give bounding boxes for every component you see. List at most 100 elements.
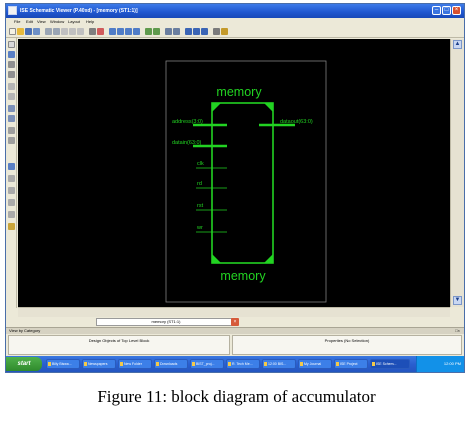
open-folder-icon[interactable] xyxy=(17,28,24,35)
schematic-canvas[interactable]: memory address(3:0) datain(63:0) clk rd … xyxy=(18,39,450,307)
cut-icon[interactable] xyxy=(61,28,68,35)
zoom-out-icon[interactable] xyxy=(117,28,124,35)
pan-icon[interactable] xyxy=(173,28,180,35)
task-button-3[interactable]: New Folder xyxy=(118,359,152,369)
redo-icon[interactable] xyxy=(53,28,60,35)
schematic-tool-icon[interactable] xyxy=(8,137,15,144)
new-file-icon[interactable] xyxy=(9,28,16,35)
find-tool-icon[interactable] xyxy=(8,115,15,122)
app-icon xyxy=(336,362,339,366)
window-title: ISE Schematic Viewer (P.40xd) - [memory … xyxy=(20,8,138,14)
task-button-9[interactable]: ISE Project xyxy=(334,359,368,369)
design-objects-panel[interactable]: Design Objects of Top Level Block xyxy=(8,335,230,355)
task-button-10[interactable]: ISE Schem... xyxy=(370,359,410,369)
label-tool-icon[interactable] xyxy=(8,93,15,100)
view-by-category-label[interactable]: View by Category xyxy=(9,328,41,333)
scroll-up-arrow-icon[interactable]: ▲ xyxy=(453,40,462,49)
menu-view[interactable]: View xyxy=(37,19,46,24)
settings-icon[interactable] xyxy=(213,28,220,35)
pin-tool-icon[interactable] xyxy=(8,211,15,218)
figure-caption: Figure 11: block diagram of accumulator xyxy=(97,387,376,406)
clock[interactable]: 12:00 PM xyxy=(443,361,461,366)
task-button-6[interactable]: R. Tech Me... xyxy=(226,359,260,369)
trace-tool-icon[interactable] xyxy=(8,105,15,112)
select-icon[interactable] xyxy=(165,28,172,35)
toolbar xyxy=(6,26,464,38)
properties-title: Properties (No Selection) xyxy=(324,338,370,343)
pin-wr-label: wr xyxy=(196,225,203,231)
document-icon xyxy=(300,362,303,366)
zoom-full-icon[interactable] xyxy=(125,28,132,35)
close-tab-icon[interactable]: × xyxy=(231,318,239,326)
panel-controls-icon[interactable]: □× xyxy=(455,328,460,333)
menu-help[interactable]: Help xyxy=(86,19,95,24)
corner-bl xyxy=(212,254,221,263)
pointer-tool-icon[interactable] xyxy=(8,41,15,48)
menu-window[interactable]: Window xyxy=(50,19,65,24)
menu-file[interactable]: File xyxy=(14,19,21,24)
design-objects-title: Design Objects of Top Level Block xyxy=(88,338,150,343)
start-button[interactable]: start xyxy=(6,357,42,371)
print-icon[interactable] xyxy=(33,28,40,35)
task-button-4[interactable]: Downloads xyxy=(154,359,188,369)
title-bar[interactable]: ISE Schematic Viewer (P.40xd) - [memory … xyxy=(6,4,464,18)
pin-dataout-label: dataout(63:0) xyxy=(280,119,313,125)
copy-icon[interactable] xyxy=(69,28,76,35)
find-icon[interactable] xyxy=(89,28,96,35)
pin-rd-label: rd xyxy=(197,181,202,187)
highlight-icon[interactable] xyxy=(185,28,192,35)
paste-icon[interactable] xyxy=(77,28,84,35)
horizontal-scrollbar[interactable] xyxy=(18,307,450,317)
push-into-icon[interactable] xyxy=(145,28,152,35)
panel-header: View by Category □× xyxy=(6,327,464,334)
vertical-scrollbar[interactable]: ▲ ▼ xyxy=(450,39,464,307)
delete-icon[interactable] xyxy=(97,28,104,35)
schematic-drawing: memory address(3:0) datain(63:0) clk rd … xyxy=(165,60,327,303)
help-icon[interactable] xyxy=(221,28,228,35)
net-icon[interactable] xyxy=(193,28,200,35)
menu-bar: File Edit View Window Layout Help xyxy=(6,18,464,26)
wire-tool-icon[interactable] xyxy=(8,61,15,68)
save-icon[interactable] xyxy=(25,28,32,35)
rotate-tool-icon[interactable] xyxy=(8,163,15,170)
document-tab-strip: memory (ST1:1) × xyxy=(6,317,464,327)
menu-layout[interactable]: Layout xyxy=(68,19,81,24)
menu-edit[interactable]: Edit xyxy=(26,19,33,24)
minimize-button[interactable]: – xyxy=(432,6,441,15)
properties-panel[interactable]: Properties (No Selection) xyxy=(232,335,462,355)
port-tool-icon[interactable] xyxy=(8,199,15,206)
document-icon xyxy=(264,362,267,366)
taskbar: start Billy Biswa... Newspapers New Fold… xyxy=(6,356,464,372)
task-button-2[interactable]: Newspapers xyxy=(82,359,116,369)
zoom-area-icon[interactable] xyxy=(133,28,140,35)
corner-tr xyxy=(264,103,273,112)
task-button-7[interactable]: 12:00 BIS... xyxy=(262,359,296,369)
undo-icon[interactable] xyxy=(45,28,52,35)
pop-up-icon[interactable] xyxy=(153,28,160,35)
corner-br xyxy=(264,254,273,263)
marker-tool-icon[interactable] xyxy=(8,83,15,90)
symbol-tool-icon[interactable] xyxy=(8,187,15,194)
task-button-8[interactable]: My Journal xyxy=(298,359,332,369)
folder-icon xyxy=(156,362,159,366)
expand-tool-icon[interactable] xyxy=(8,51,15,58)
maximize-button[interactable]: □ xyxy=(442,6,451,15)
folder-icon xyxy=(84,362,87,366)
task-button-1[interactable]: Billy Biswa... xyxy=(46,359,80,369)
bus-tool-icon[interactable] xyxy=(8,71,15,78)
task-button-5[interactable]: BIST_proj... xyxy=(190,359,224,369)
mirror-tool-icon[interactable] xyxy=(8,175,15,182)
block-top-label: memory xyxy=(216,85,262,99)
bottom-panels: Design Objects of Top Level Block Proper… xyxy=(6,334,464,356)
attribute-tool-icon[interactable] xyxy=(8,223,15,230)
block-frame xyxy=(165,60,327,303)
pin-datain-label: datain(63:0) xyxy=(172,140,202,146)
close-button[interactable]: × xyxy=(452,6,461,15)
folder-icon xyxy=(48,362,51,366)
bus-icon[interactable] xyxy=(201,28,208,35)
scroll-down-arrow-icon[interactable]: ▼ xyxy=(453,296,462,305)
document-tab[interactable]: memory (ST1:1) xyxy=(96,318,236,326)
zoom-in-icon[interactable] xyxy=(109,28,116,35)
memory-symbol-body[interactable] xyxy=(211,102,274,264)
hierarchy-tool-icon[interactable] xyxy=(8,127,15,134)
